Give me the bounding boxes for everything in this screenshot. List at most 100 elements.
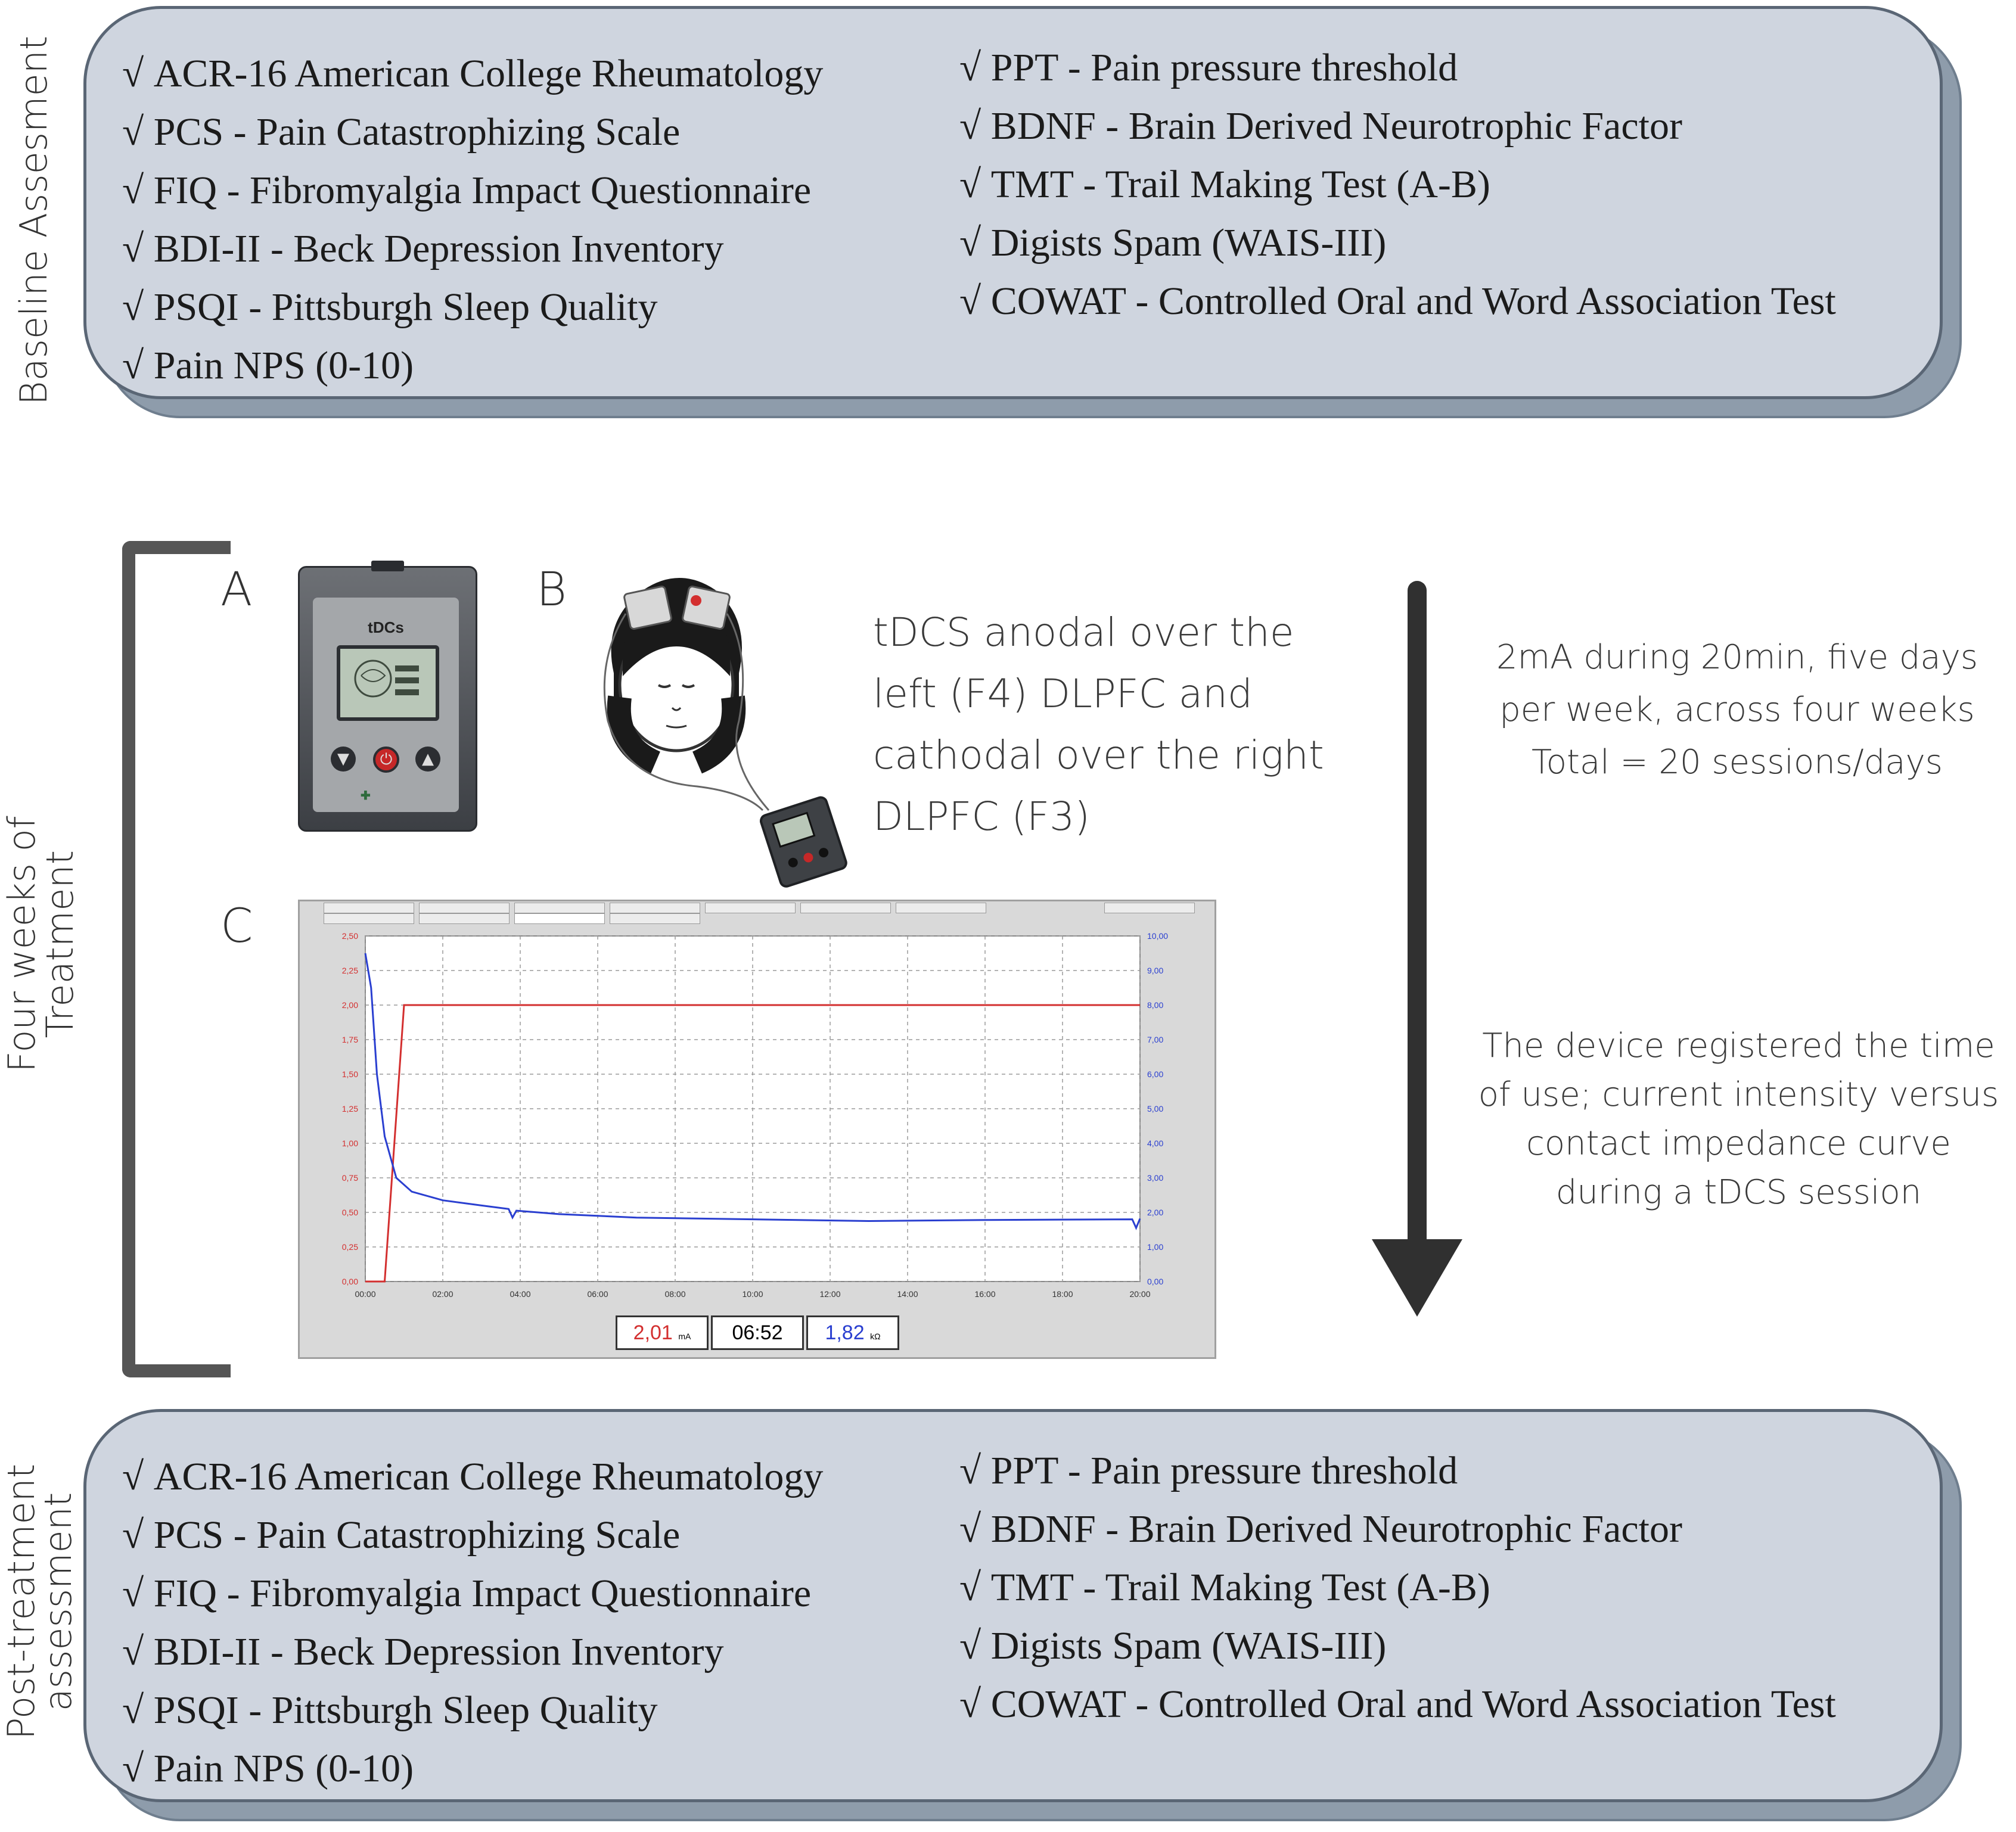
dose-line: Total = 20 sessions/days — [1532, 743, 1943, 782]
list-item: PPT - Pain pressure threshold — [959, 1442, 1836, 1500]
list-item: TMT - Trail Making Test (A-B) — [959, 1559, 1836, 1617]
y-right-tick-label: 3,00 — [1147, 1173, 1163, 1183]
y-left-tick-label: 0,00 — [342, 1277, 358, 1286]
list-item: COWAT - Controlled Oral and Word Associa… — [959, 272, 1836, 331]
y-right-tick-label: 1,00 — [1147, 1242, 1163, 1252]
montage-description: tDCS anodal over the left (F4) DLPFC and… — [873, 602, 1324, 847]
treatment-label-line1: Four weeks of — [0, 816, 44, 1072]
baseline-left-list: ACR-16 American College Rheumatology PCS… — [122, 45, 824, 395]
current-impedance-chart: 00:00 02:00 04:00 06:00 08:00 10:00 12:00 14:00… — [342, 931, 1168, 1299]
y-left-tick-label: 0,25 — [342, 1242, 358, 1252]
y-right-tick-label: 10,00 — [1147, 931, 1168, 941]
y-left-tick-label: 2,00 — [342, 1000, 358, 1010]
device-label: tDCs — [368, 618, 404, 636]
post-treatment-assessment-panel: ACR-16 American College Rheumatology PCS… — [83, 1409, 1962, 1821]
list-item: COWAT - Controlled Oral and Word Associa… — [959, 1675, 1836, 1734]
tab — [324, 903, 414, 913]
device-note-line: contact impedance curve — [1526, 1124, 1951, 1163]
tab — [800, 903, 891, 913]
x-tick-label: 10:00 — [742, 1289, 763, 1299]
dose-line: 2mA during 20min, five days — [1496, 638, 1978, 677]
y-left-tick-label: 1,25 — [342, 1104, 358, 1113]
baseline-side-label: Baseline Assesment — [12, 35, 55, 405]
x-tick-label: 18:00 — [1052, 1289, 1073, 1299]
x-tick-label: 12:00 — [819, 1289, 840, 1299]
tab — [610, 913, 700, 924]
time-readout: 06:52 — [711, 1315, 804, 1350]
y-right-tick-label: 8,00 — [1147, 1000, 1163, 1010]
y-right-tick-label: 9,00 — [1147, 966, 1163, 975]
session-tabs — [300, 901, 1214, 925]
x-tick-label: 08:00 — [664, 1289, 685, 1299]
treatment-label-line2: Treatment — [38, 850, 82, 1038]
panel-body: ACR-16 American College Rheumatology PCS… — [83, 6, 1943, 399]
list-item: Pain NPS (0-10) — [122, 1740, 823, 1798]
post-left-list: ACR-16 American College Rheumatology PCS… — [122, 1448, 824, 1798]
montage-line: cathodal over the right — [873, 732, 1324, 778]
y-right-tick-label: 0,00 — [1147, 1277, 1163, 1286]
device-note-line: of use; current intensity versus — [1478, 1075, 1999, 1114]
device-screen — [337, 645, 439, 721]
impedance-unit: kΩ — [870, 1332, 881, 1341]
y-left-tick-label: 1,00 — [342, 1139, 358, 1148]
list-item: BDI-II - Beck Depression Inventory — [122, 220, 823, 278]
impedance-series-line — [364, 953, 1141, 1230]
tdcs-device-illustration: tDCs ▼ ⏻ ▲ ✚ — [298, 561, 477, 832]
post-right-list: PPT - Pain pressure threshold BDNF - Bra… — [959, 1442, 1836, 1734]
dose-line: per week, across four weeks — [1499, 691, 1975, 729]
x-tick-label: 00:00 — [355, 1289, 375, 1299]
y-right-tick-label: 2,00 — [1147, 1208, 1163, 1217]
y-left-tick-label: 1,50 — [342, 1069, 358, 1079]
y-left-tick-label: 2,50 — [342, 931, 358, 941]
x-tick-label: 16:00 — [974, 1289, 995, 1299]
brand-logo: ✚ — [361, 789, 371, 803]
y-left-tick-label: 1,75 — [342, 1035, 358, 1044]
tab — [419, 903, 510, 913]
tab — [705, 903, 796, 913]
list-item: FIQ - Fibromyalgia Impact Questionnaire — [122, 1564, 823, 1623]
list-item: ACR-16 American College Rheumatology — [122, 1448, 824, 1506]
list-item: BDI-II - Beck Depression Inventory — [122, 1623, 823, 1681]
tab — [514, 913, 605, 924]
current-series-line — [365, 1004, 1140, 1283]
post-label-line1: Post-treatment — [0, 1463, 43, 1740]
x-tick-label: 14:00 — [897, 1289, 918, 1299]
tab — [896, 903, 986, 913]
x-tick-label: 04:00 — [510, 1289, 530, 1299]
tab — [324, 913, 414, 924]
list-item: BDNF - Brain Derived Neurotrophic Factor — [959, 1500, 1836, 1559]
panel-body: ACR-16 American College Rheumatology PCS… — [83, 1409, 1943, 1802]
session-chart-window: 00:00 02:00 04:00 06:00 08:00 10:00 12:00 14:00… — [298, 900, 1216, 1359]
current-readout: 2,01 mA — [616, 1315, 709, 1350]
post-side-label: Post-treatment assessment — [0, 1463, 80, 1740]
label-c: C — [220, 900, 253, 953]
list-item: PSQI - Pittsburgh Sleep Quality — [122, 278, 823, 337]
label-a: A — [220, 563, 253, 617]
head-with-electrodes-illustration — [603, 578, 847, 888]
post-label-line2: assessment — [36, 1492, 80, 1712]
power-icon: ⏻ — [373, 747, 399, 773]
list-item: PPT - Pain pressure threshold — [959, 39, 1836, 97]
montage-line: DLPFC (F3) — [873, 794, 1090, 839]
x-tick-label: 02:00 — [432, 1289, 453, 1299]
device-note: The device registered the time of use; c… — [1466, 1022, 2011, 1217]
y-right-tick-label: 4,00 — [1147, 1139, 1163, 1148]
list-item: PCS - Pain Catastrophizing Scale — [122, 103, 823, 161]
device-note-line: during a tDCS session — [1555, 1173, 1922, 1212]
y-right-tick-label: 6,00 — [1147, 1069, 1163, 1079]
timeline-arrow — [1408, 581, 1427, 1254]
tab — [419, 913, 510, 924]
y-left-tick-label: 0,50 — [342, 1208, 358, 1217]
x-tick-label: 06:00 — [587, 1289, 608, 1299]
baseline-right-list: PPT - Pain pressure threshold BDNF - Bra… — [959, 39, 1836, 331]
treatment-side-label: Four weeks of Treatment — [0, 816, 82, 1072]
label-b: B — [536, 563, 567, 617]
list-item: Pain NPS (0-10) — [122, 337, 823, 395]
y-left-tick-label: 0,75 — [342, 1173, 358, 1183]
y-right-tick-label: 5,00 — [1147, 1104, 1163, 1113]
y-left-tick-label: 2,25 — [342, 966, 358, 975]
list-item: Digists Spam (WAIS-III) — [959, 214, 1836, 272]
chevron-down-icon: ▼ — [331, 747, 356, 772]
tab — [610, 903, 700, 913]
chevron-up-icon: ▲ — [415, 747, 440, 772]
